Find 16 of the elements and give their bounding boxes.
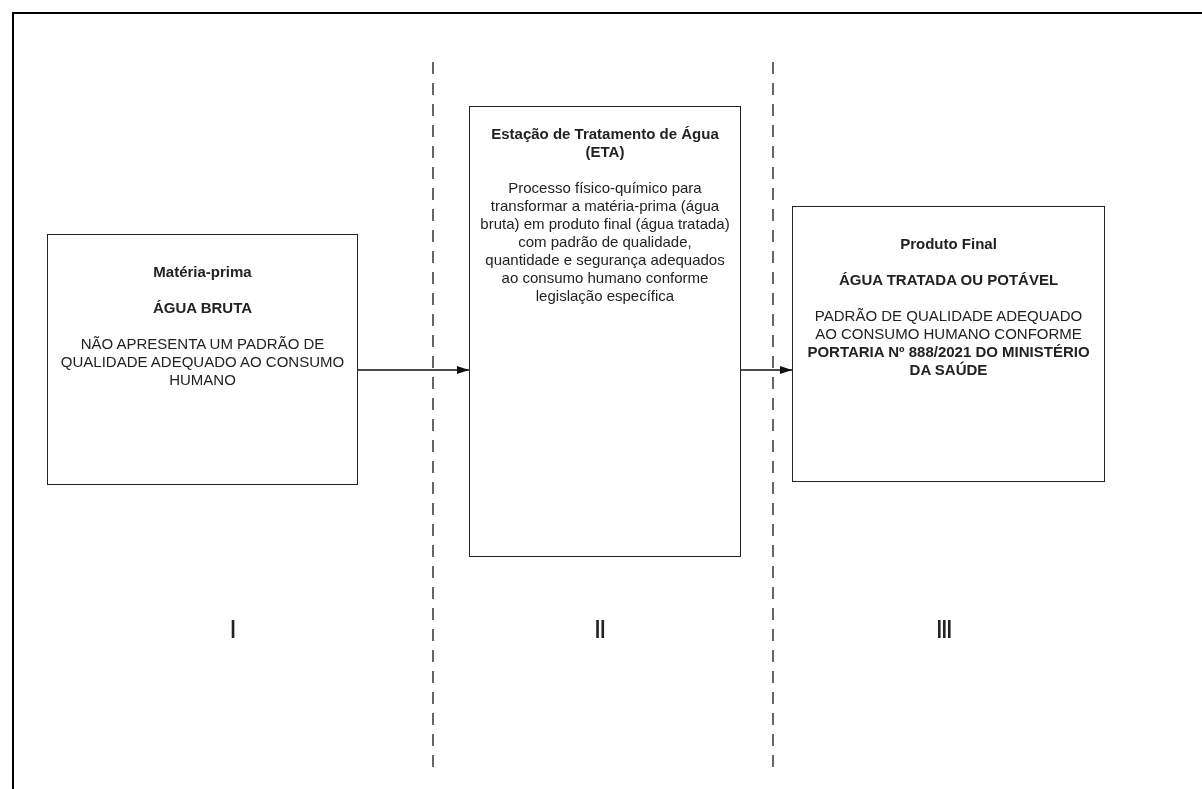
process-box (47, 234, 358, 485)
roman-numeral: I (230, 614, 236, 645)
arrow (740, 366, 793, 374)
box-heading: Estação de Tratamento de Água (ETA) (490, 125, 720, 161)
box-heading: Matéria-prima (153, 263, 252, 281)
box-subheading: ÁGUA TRATADA OU POTÁVEL (838, 271, 1059, 289)
box-heading: Produto Final (900, 235, 997, 253)
roman-numeral: III (936, 614, 952, 645)
process-box (469, 106, 741, 557)
box-description: NÃO APRESENTA UM PADRÃO DE QUALIDADE ADEQUADO AO CONSUMO HUMANO (59, 335, 346, 389)
roman-numeral: II (595, 614, 606, 645)
process-box (792, 206, 1105, 482)
box-description: PADRÃO DE QUALIDADE ADEQUADO AO CONSUMO HUMANO CONFORME PORTARIA Nº 888/2021 DO MINISTÉRIO DA SAÚDE (806, 307, 1091, 379)
box-subheading: ÁGUA BRUTA (152, 299, 253, 317)
box-description: Processo físico-químico para transformar a matéria-prima (água bruta) em produto final (água tratada) com padrão de qualidade, quantidade e segurança adequados ao consumo humano conforme legislação específica (480, 179, 730, 305)
arrow (357, 366, 470, 374)
